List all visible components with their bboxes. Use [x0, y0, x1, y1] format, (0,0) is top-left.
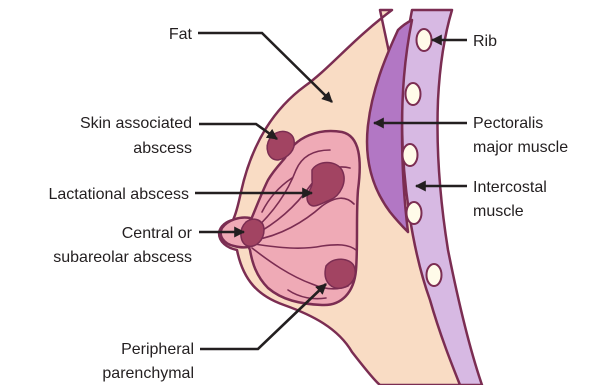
label-lactational: Lactational abscess [48, 186, 189, 203]
label-central-1: Central or [122, 225, 193, 242]
rib-4 [407, 202, 422, 224]
label-rib: Rib [473, 33, 497, 50]
label-pectoralis-1: Pectoralis [473, 115, 543, 132]
label-fat: Fat [169, 26, 193, 43]
rib-1 [417, 29, 432, 51]
label-skin-abscess-1: Skin associated [80, 115, 192, 132]
label-intercostal-2: muscle [473, 203, 524, 220]
label-central-2: subareolar abscess [53, 249, 192, 266]
rib-3 [403, 144, 418, 166]
label-intercostal-1: Intercostal [473, 179, 547, 196]
label-peripheral-1: Peripheral [121, 341, 194, 358]
rib-5 [427, 264, 442, 286]
label-pectoralis-2: major muscle [473, 139, 568, 156]
peripheral-abscess [325, 259, 355, 288]
label-skin-abscess-2: abscess [133, 140, 192, 157]
rib-2 [406, 83, 421, 105]
label-peripheral-2: parenchymal [102, 365, 194, 382]
